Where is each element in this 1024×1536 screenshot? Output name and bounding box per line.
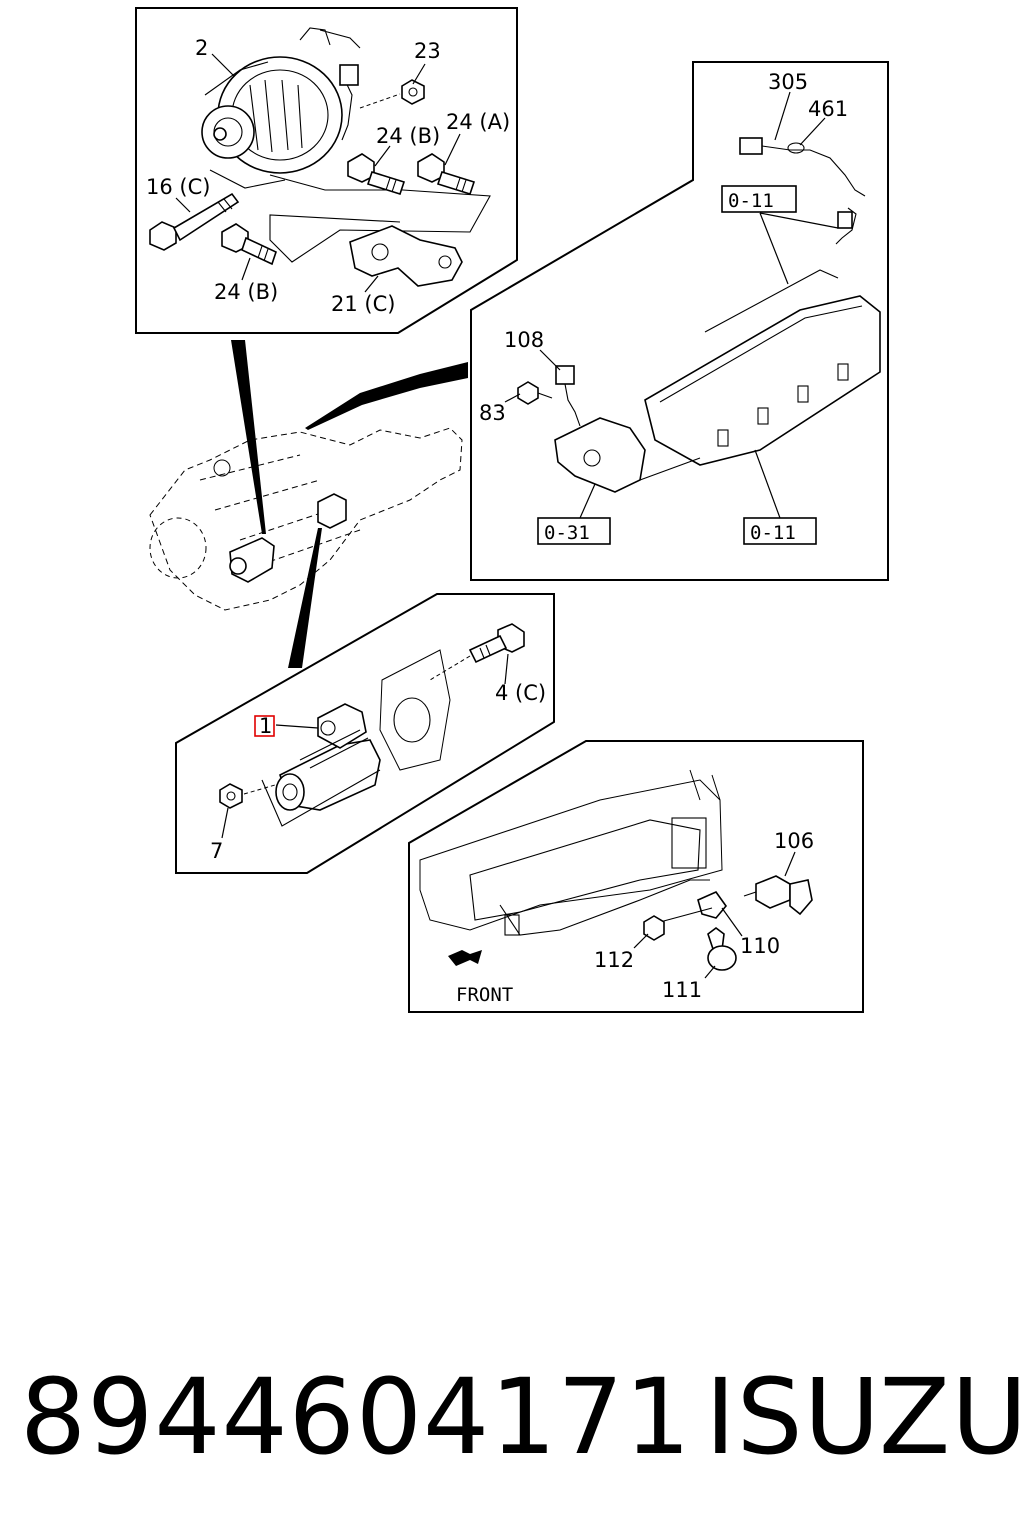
relay-106 <box>743 875 813 916</box>
callout-alternator: 2 <box>195 36 208 60</box>
switch-108 <box>555 365 581 427</box>
callout-bolt-111: 111 <box>662 978 702 1002</box>
ref-box-head-top: 0-11 <box>728 190 774 212</box>
nut-23 <box>359 79 425 109</box>
callout-harness-305: 305 <box>768 70 808 94</box>
relay-panel: FRONT 106 110 112 111 <box>408 740 864 1013</box>
starter-panel: 1 4 (C) 7 <box>175 593 555 874</box>
front-arrow-icon <box>448 950 482 966</box>
cylinder-head-panel: 0-11 0-31 <box>470 61 889 581</box>
bolt-24b-lower <box>221 223 277 266</box>
callout-bolt-24b-upper: 24 (B) <box>376 124 440 148</box>
part-number: 8944604171 <box>20 1356 692 1478</box>
pointer-cylinder-head <box>305 362 468 430</box>
callout-switch-108: 108 <box>504 328 544 352</box>
engine-sketch <box>149 427 463 611</box>
callout-bracket-110: 110 <box>740 934 780 958</box>
plug-83 <box>517 381 553 405</box>
ref-box-pump: 0-31 <box>544 522 590 544</box>
starter-highlight <box>254 715 275 737</box>
bolt-24b-upper <box>347 153 406 195</box>
bolt-111 <box>707 927 737 971</box>
pointer-alternator <box>231 340 266 534</box>
injection-pump <box>554 417 701 493</box>
nut-7 <box>219 783 276 809</box>
callout-bolt-4c: 4 (C) <box>495 681 546 705</box>
callout-starter-1: 1 <box>259 714 272 738</box>
nut-112 <box>643 915 665 941</box>
bolt-4c <box>429 623 525 681</box>
caption: 8944604171 ISUZU <box>0 1342 1024 1492</box>
starter-motor <box>275 703 381 811</box>
pointer-starter <box>288 528 322 668</box>
bolt-16c <box>149 192 240 251</box>
front-label: FRONT <box>456 984 513 1006</box>
cylinder-head <box>644 269 881 466</box>
ref-box-head-bottom: 0-11 <box>750 522 796 544</box>
callout-bracket-21c: 21 (C) <box>331 292 395 316</box>
callout-nut-112: 112 <box>594 948 634 972</box>
callout-relay-106: 106 <box>774 829 814 853</box>
callout-bolt-16c: 16 (C) <box>146 175 210 199</box>
callout-bolt-24b-lower: 24 (B) <box>214 280 278 304</box>
alternator <box>201 27 361 189</box>
callout-sensor-461: 461 <box>808 97 848 121</box>
relay-bracket-110 <box>659 891 728 923</box>
bolt-24a <box>417 153 476 195</box>
callout-nut-7: 7 <box>210 839 223 863</box>
callout-plug-83: 83 <box>479 401 506 425</box>
callout-bolt-24a: 24 (A) <box>446 110 510 134</box>
sensor-harness <box>739 137 866 245</box>
callout-nut-23: 23 <box>414 39 441 63</box>
brand-name: ISUZU <box>705 1356 1024 1478</box>
alternator-bracket <box>349 225 463 287</box>
alternator-panel: 2 23 24 (B) 24 (A) 16 (C) 24 (B) 21 (C) <box>135 7 518 334</box>
